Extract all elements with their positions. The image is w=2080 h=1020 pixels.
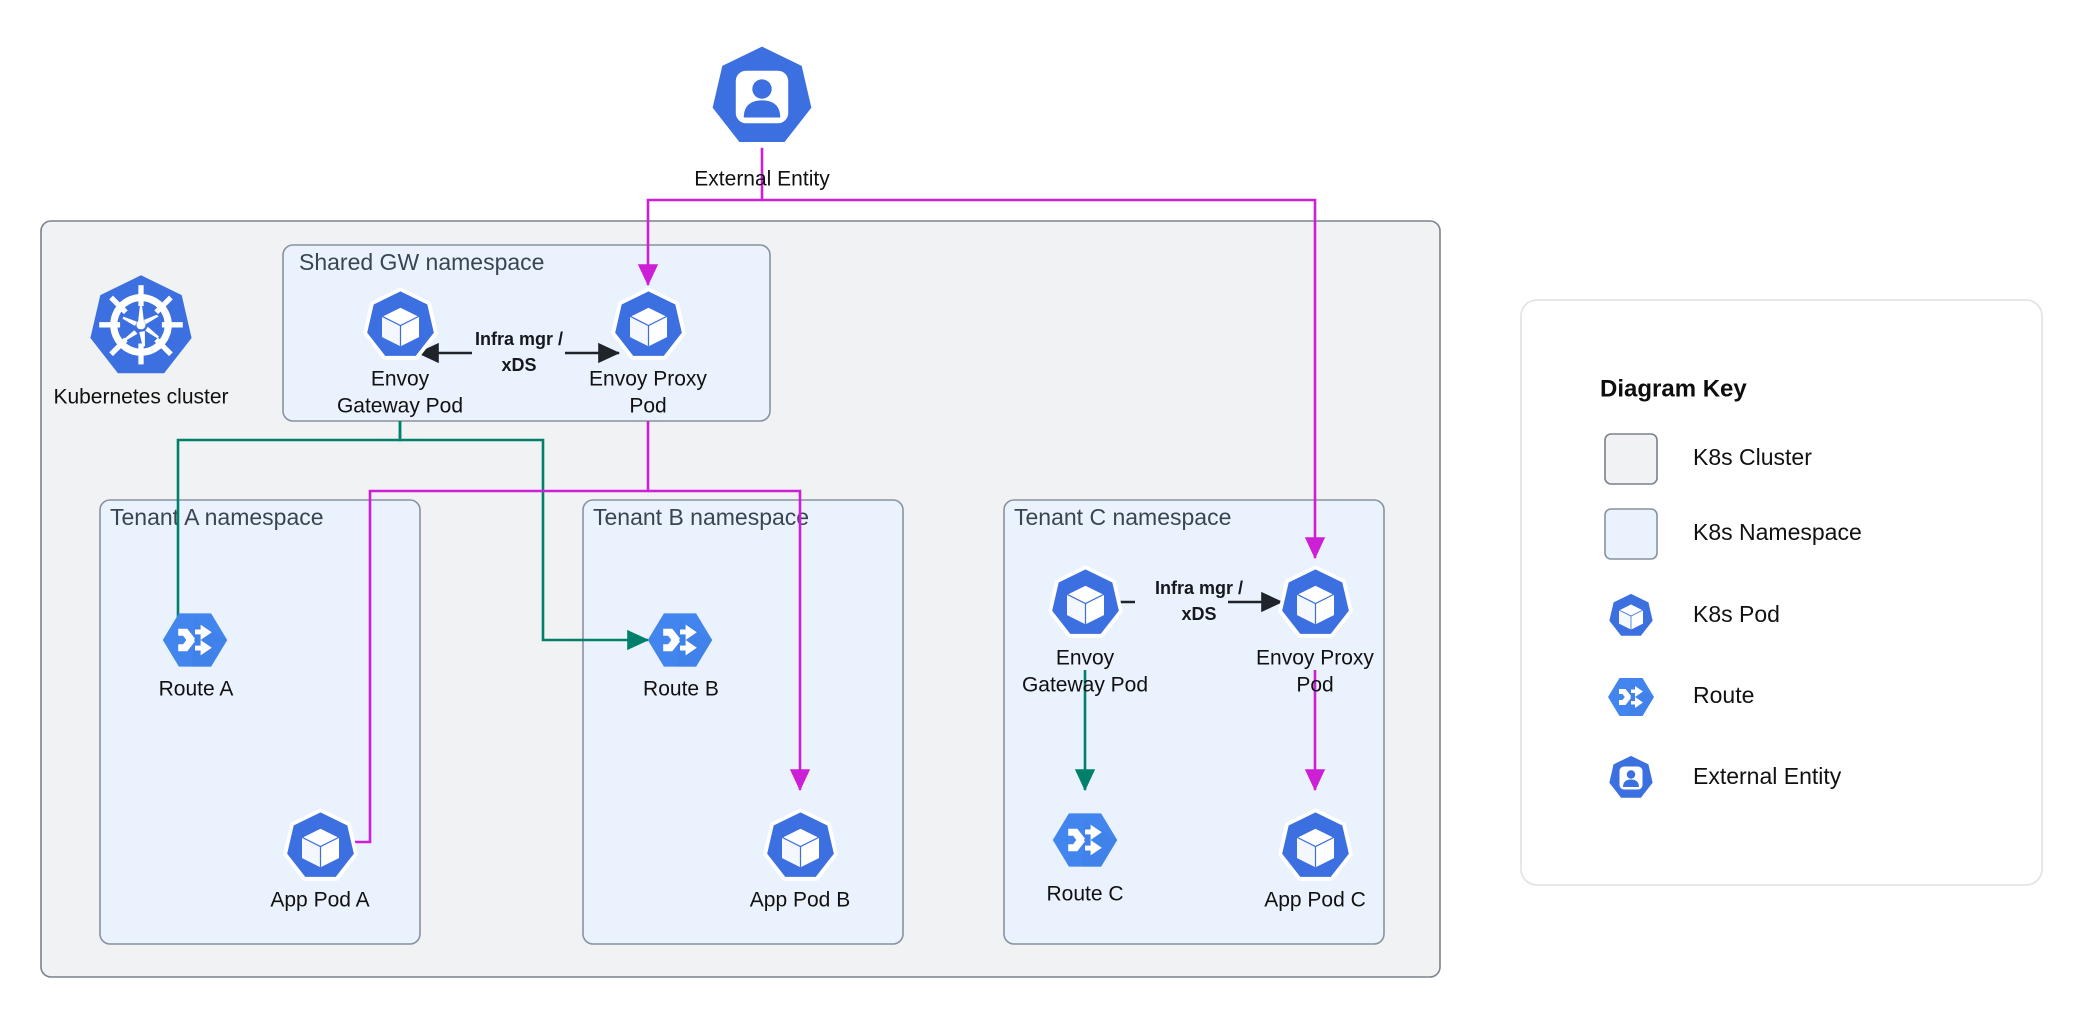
legend-label-k8s-pod: K8s Pod: [1693, 601, 1780, 627]
namespace-title-shared-gw: Shared GW namespace: [299, 249, 544, 275]
tenant-c-gateway-pod-label-line1: Envoy: [1056, 647, 1115, 670]
edge-proxy-to-app-pod-b: [648, 489, 811, 792]
edge-gateway-to-route-b: [398, 421, 650, 651]
namespace-title-tenant-a: Tenant A namespace: [110, 504, 324, 530]
legend-item-external-entity: External Entity: [1606, 753, 1842, 801]
shared-gateway-pod-label-line1: Envoy: [371, 368, 430, 391]
k8s-pod-icon: [1278, 808, 1353, 881]
route-b-label: Route B: [643, 678, 719, 701]
namespace-title-tenant-b: Tenant B namespace: [593, 504, 809, 530]
route-c-label: Route C: [1046, 883, 1123, 906]
node-app-pod-c[interactable]: App Pod C: [1264, 808, 1366, 912]
edge-label-infra-tenant-c: Infra mgr / xDS: [1155, 578, 1243, 624]
shared-proxy-pod-label-line1: Envoy Proxy: [589, 368, 707, 391]
k8s-pod-icon: [1278, 565, 1353, 638]
node-route-b[interactable]: Route B: [643, 613, 719, 701]
node-kubernetes-cluster: Kubernetes cluster: [53, 275, 229, 409]
infra-tenant-c-line1: Infra mgr /: [1155, 578, 1243, 598]
app-pod-c-label: App Pod C: [1264, 889, 1366, 912]
external-entity-icon: [710, 43, 815, 144]
route-a-label: Route A: [159, 678, 234, 701]
app-pod-a-label: App Pod A: [270, 889, 369, 912]
node-tenant-c-envoy-proxy-pod[interactable]: Envoy Proxy Pod: [1256, 565, 1374, 697]
edge-external-to-tenant-c-proxy: [762, 198, 1326, 560]
legend-title: Diagram Key: [1600, 375, 1747, 402]
legend-item-route: Route: [1608, 678, 1754, 716]
namespace-box-tenant-b: [582, 499, 904, 945]
tenant-c-gateway-pod-label-line2: Gateway Pod: [1022, 674, 1148, 697]
node-route-c[interactable]: Route C: [1046, 813, 1124, 906]
legend-label-k8s-namespace: K8s Namespace: [1693, 519, 1862, 545]
k8s-pod-icon: [1606, 591, 1656, 639]
node-route-a[interactable]: Route A: [159, 613, 234, 701]
legend-label-k8s-cluster: K8s Cluster: [1693, 444, 1812, 470]
namespace-title-tenant-c: Tenant C namespace: [1014, 504, 1231, 530]
edge-label-infra-shared: Infra mgr / xDS: [475, 329, 563, 375]
infra-shared-line1: Infra mgr /: [475, 329, 563, 349]
node-app-pod-a[interactable]: App Pod A: [270, 808, 370, 912]
node-shared-envoy-gateway-pod[interactable]: Envoy Gateway Pod: [337, 287, 463, 418]
external-entity-label: External Entity: [694, 168, 830, 191]
shared-proxy-pod-label-line2: Pod: [629, 395, 666, 418]
edge-external-to-shared-proxy: [637, 198, 762, 287]
app-pod-b-label: App Pod B: [750, 889, 850, 912]
node-shared-envoy-proxy-pod[interactable]: Envoy Proxy Pod: [589, 287, 707, 418]
shared-gateway-pod-label-line2: Gateway Pod: [337, 395, 463, 418]
external-entity-icon: [1606, 753, 1656, 801]
cluster-square-swatch: [1604, 433, 1658, 485]
node-tenant-c-envoy-gateway-pod[interactable]: Envoy Gateway Pod: [1022, 565, 1148, 697]
node-external-entity[interactable]: External Entity: [694, 43, 830, 191]
legend-item-k8s-pod: K8s Pod: [1606, 591, 1780, 639]
k8s-pod-icon: [283, 808, 358, 881]
namespace-box-tenant-a: [99, 499, 421, 945]
node-app-pod-b[interactable]: App Pod B: [750, 808, 850, 912]
k8s-pod-icon: [1048, 565, 1123, 638]
namespace-square-swatch: [1604, 508, 1658, 560]
legend-item-k8s-namespace: K8s Namespace: [1604, 508, 1862, 560]
infra-shared-line2: xDS: [501, 355, 536, 375]
k8s-pod-icon: [363, 287, 438, 360]
legend-item-k8s-cluster: K8s Cluster: [1604, 433, 1812, 485]
kubernetes-cluster-label: Kubernetes cluster: [53, 386, 228, 409]
legend-label-external-entity: External Entity: [1693, 763, 1842, 789]
k8s-pod-icon: [611, 287, 686, 360]
legend-label-route: Route: [1693, 682, 1754, 708]
tenant-c-proxy-pod-label-line2: Pod: [1296, 674, 1333, 697]
tenant-c-proxy-pod-label-line1: Envoy Proxy: [1256, 647, 1374, 670]
diagram-key-panel: Diagram Key K8s Cluster K8s Namespace K8…: [1520, 299, 2043, 886]
infra-tenant-c-line2: xDS: [1181, 604, 1216, 624]
k8s-pod-icon: [763, 808, 838, 881]
